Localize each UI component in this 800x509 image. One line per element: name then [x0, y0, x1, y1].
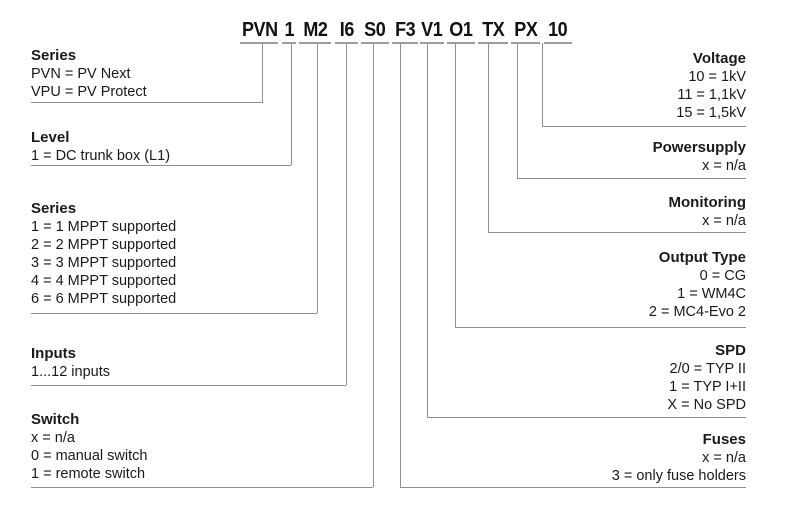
block-spd: SPD 2/0 = TYP II 1 = TYP I+II X = No SPD	[667, 342, 746, 414]
block-entry: 3 = 3 MPPT supported	[31, 255, 177, 271]
block-entry: 11 = 1,1kV	[677, 87, 746, 103]
code-segment-m2: M2	[299, 19, 331, 44]
underline-series-mppt	[31, 313, 317, 314]
connector-vertical-m2	[317, 43, 318, 313]
block-entry: x = n/a	[702, 158, 746, 174]
block-entry: 1 = 1 MPPT supported	[31, 219, 177, 235]
block-entry: 15 = 1,5kV	[676, 105, 746, 121]
connector-vertical-f3	[400, 43, 401, 487]
block-powersupply: Powersupply x = n/a	[653, 139, 746, 175]
underline-series-prefix	[31, 102, 262, 103]
block-header: Series	[31, 200, 77, 217]
connector-vertical-level	[291, 43, 292, 165]
code-segment-level: 1	[282, 19, 296, 44]
block-header: Inputs	[31, 345, 76, 362]
block-entry: 1 = DC trunk box (L1)	[31, 148, 171, 164]
block-output-type: Output Type 0 = CG 1 = WM4C 2 = MC4-Evo …	[649, 249, 746, 321]
block-header: Monitoring	[668, 194, 746, 211]
block-entry: x = n/a	[702, 450, 746, 466]
block-series-mppt: Series 1 = 1 MPPT supported 2 = 2 MPPT s…	[31, 200, 176, 308]
block-entry: 1 = TYP I+II	[669, 379, 746, 395]
block-header: Powersupply	[652, 139, 746, 156]
underline-level	[31, 165, 291, 166]
underline-powersupply	[517, 178, 746, 179]
block-header: Switch	[31, 411, 80, 428]
code-segment-px: PX	[511, 19, 540, 44]
code-segment-o1: O1	[447, 19, 475, 44]
connector-vertical-tx	[488, 43, 489, 232]
block-header: Output Type	[658, 249, 746, 266]
block-entry: X = No SPD	[667, 397, 746, 413]
block-entry: 2 = MC4-Evo 2	[648, 304, 746, 320]
connector-vertical-pvn	[262, 43, 263, 103]
connector-vertical-s0	[373, 43, 374, 487]
code-segment-i6: I6	[335, 19, 358, 44]
block-header: Level	[31, 129, 70, 146]
block-inputs: Inputs 1...12 inputs	[31, 345, 110, 381]
underline-fuses	[400, 487, 746, 488]
underline-spd	[427, 417, 746, 418]
connector-vertical-10	[542, 43, 543, 126]
code-segment-pvn: PVN	[240, 19, 278, 44]
block-entry: 1...12 inputs	[31, 364, 110, 380]
underline-output-type	[455, 327, 746, 328]
code-segment-v1: V1	[420, 19, 444, 44]
block-fuses: Fuses x = n/a 3 = only fuse holders	[612, 431, 746, 485]
block-monitoring: Monitoring x = n/a	[669, 194, 746, 230]
block-header: SPD	[715, 342, 746, 359]
block-entry: 0 = manual switch	[31, 448, 148, 464]
block-series-prefix: Series PVN = PV Next VPU = PV Protect	[31, 47, 147, 101]
block-header: Voltage	[692, 50, 746, 67]
block-entry: x = n/a	[31, 430, 75, 446]
connector-vertical-v1	[427, 43, 428, 417]
underline-monitoring	[488, 232, 746, 233]
block-entry: 4 = 4 MPPT supported	[31, 273, 177, 289]
block-entry: 2/0 = TYP II	[669, 361, 746, 377]
block-level: Level 1 = DC trunk box (L1)	[31, 129, 170, 165]
block-entry: 10 = 1kV	[688, 69, 746, 85]
code-segment-f3: F3	[392, 19, 418, 44]
connector-vertical-px	[517, 43, 518, 178]
block-entry: 3 = only fuse holders	[611, 468, 746, 484]
code-segment-tx: TX	[478, 19, 508, 44]
block-entry: 1 = WM4C	[677, 286, 746, 302]
block-header: Series	[31, 47, 77, 64]
connector-vertical-i6	[346, 43, 347, 385]
block-entry: VPU = PV Protect	[31, 84, 147, 100]
code-segment-10: 10	[544, 19, 572, 44]
underline-voltage	[542, 126, 746, 127]
underline-switch	[31, 487, 373, 488]
block-voltage: Voltage 10 = 1kV 11 = 1,1kV 15 = 1,5kV	[676, 50, 746, 122]
block-entry: 6 = 6 MPPT supported	[31, 291, 177, 307]
code-segment-s0: S0	[361, 19, 389, 44]
block-entry: 2 = 2 MPPT supported	[31, 237, 177, 253]
block-switch: Switch x = n/a 0 = manual switch 1 = rem…	[31, 411, 147, 483]
block-entry: PVN = PV Next	[31, 66, 131, 82]
block-entry: 0 = CG	[699, 268, 746, 284]
block-header: Fuses	[702, 431, 746, 448]
underline-inputs	[31, 385, 346, 386]
connector-vertical-o1	[455, 43, 456, 327]
block-entry: 1 = remote switch	[31, 466, 146, 482]
block-entry: x = n/a	[702, 213, 746, 229]
